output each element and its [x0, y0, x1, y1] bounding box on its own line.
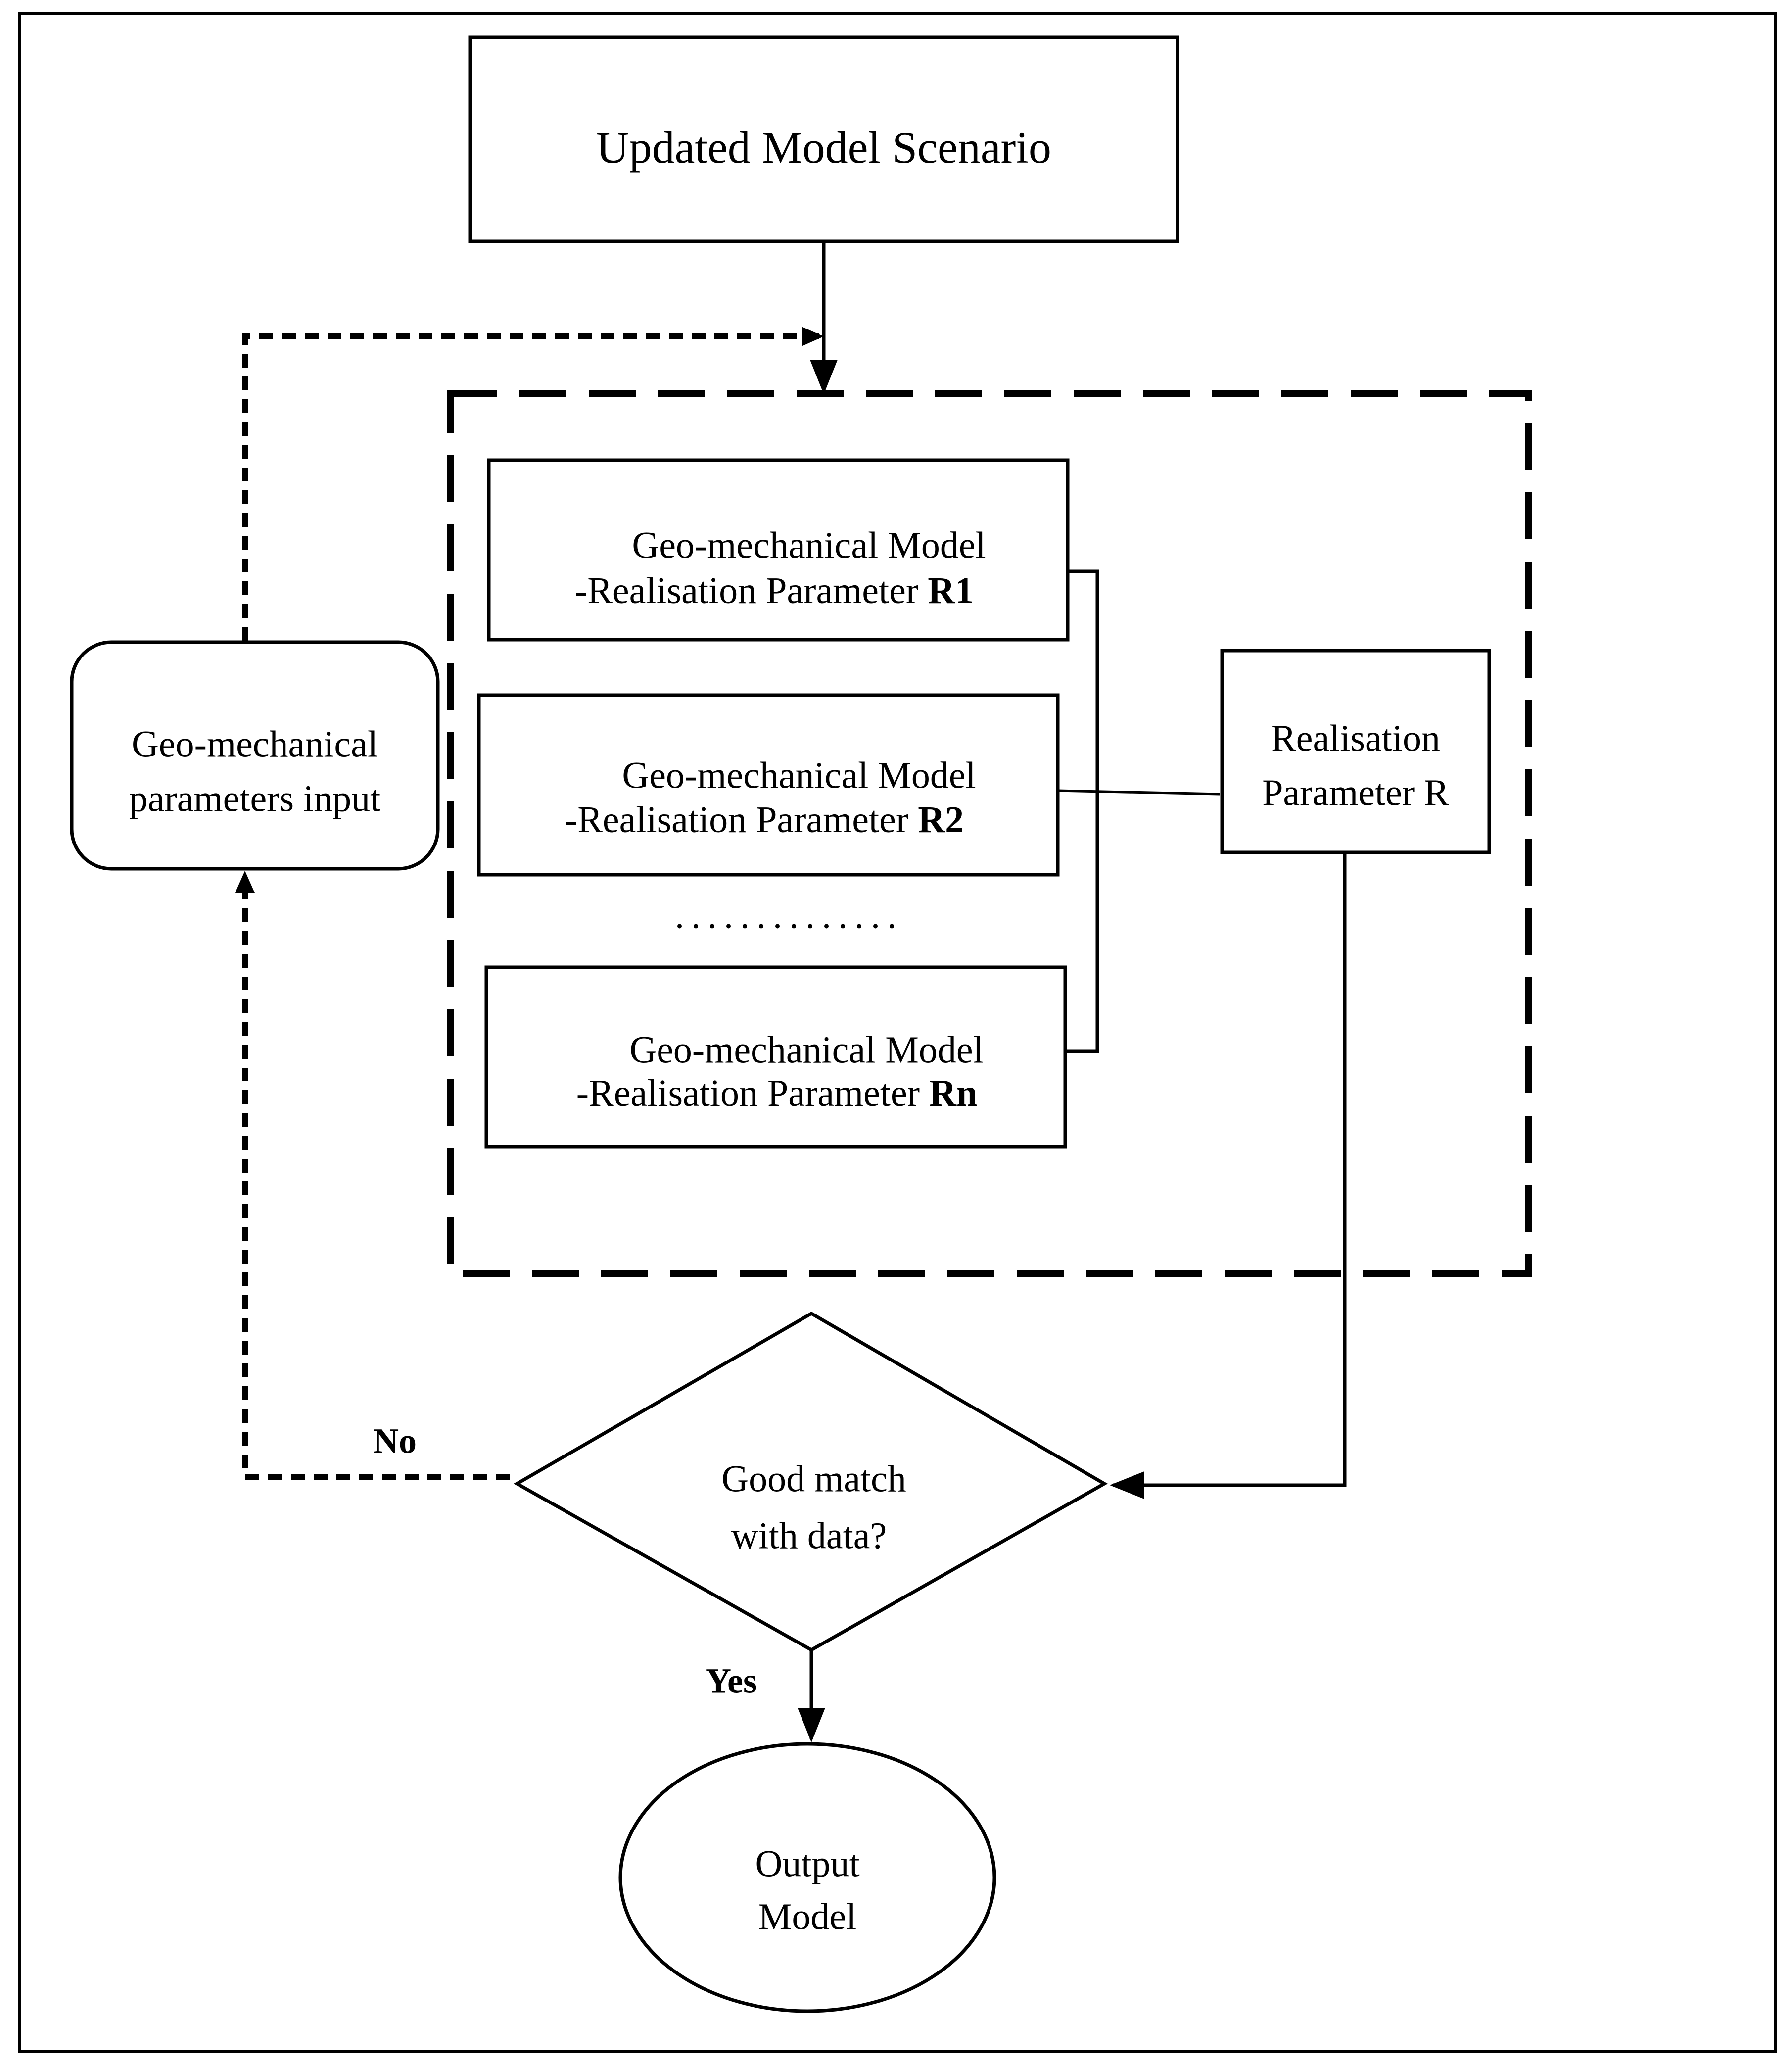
feedback-dashed-path-top	[242, 333, 819, 641]
output-model-node: Output Model	[618, 1742, 996, 2013]
realisation-box-rn: Geo-mechanical Model -Realisation Parame…	[484, 965, 1067, 1149]
feedback-dashed-path-no	[242, 886, 510, 1480]
outer-frame	[18, 12, 1777, 2053]
bracket-to-param-connector	[1057, 789, 1220, 796]
geo-mechanical-input-box: Geo-mechanical parameters input	[70, 640, 440, 871]
realisation-box-r2: Geo-mechanical Model -Realisation Parame…	[477, 693, 1060, 877]
decision-diamond: Good match with data?	[513, 1311, 1108, 1652]
realisation-parameter-line1: Realisation	[1271, 717, 1440, 759]
arrow-param-to-decision	[1110, 852, 1347, 1499]
realisation-bracket	[1065, 569, 1099, 1053]
updated-model-scenario-label: Updated Model Scenario	[596, 122, 1051, 173]
realisation-box-r1: Geo-mechanical Model -Realisation Parame…	[487, 458, 1070, 642]
realisation-parameter-box: Realisation Parameter R	[1220, 649, 1491, 854]
output-line2: Model	[758, 1896, 856, 1937]
feedback-arrowhead-top	[802, 327, 824, 346]
feedback-arrowhead-no	[235, 871, 255, 893]
realisation-r2-line2: -Realisation Parameter R2	[565, 799, 964, 841]
realisation-rn-line1: Geo-mechanical Model	[629, 1029, 983, 1071]
realisation-r2-line1: Geo-mechanical Model	[622, 754, 976, 796]
no-label: No	[373, 1421, 417, 1461]
realisation-group-container	[447, 390, 1532, 1277]
yes-label: Yes	[706, 1661, 757, 1701]
realisation-r1-line1: Geo-mechanical Model	[632, 524, 986, 566]
input-box-line1: Geo-mechanical	[132, 723, 378, 765]
updated-model-scenario-box: Updated Model Scenario	[468, 35, 1179, 243]
output-line1: Output	[755, 1843, 859, 1884]
decision-line1: Good match	[721, 1458, 906, 1500]
realisation-ellipsis: ..............	[675, 894, 903, 936]
decision-line2: with data?	[731, 1515, 887, 1556]
input-box-line2: parameters input	[129, 778, 381, 819]
realisation-rn-line2: -Realisation Parameter Rn	[576, 1073, 977, 1114]
realisation-parameter-line2: Parameter R	[1262, 772, 1449, 813]
realisation-r1-line2: -Realisation Parameter R1	[575, 570, 974, 611]
